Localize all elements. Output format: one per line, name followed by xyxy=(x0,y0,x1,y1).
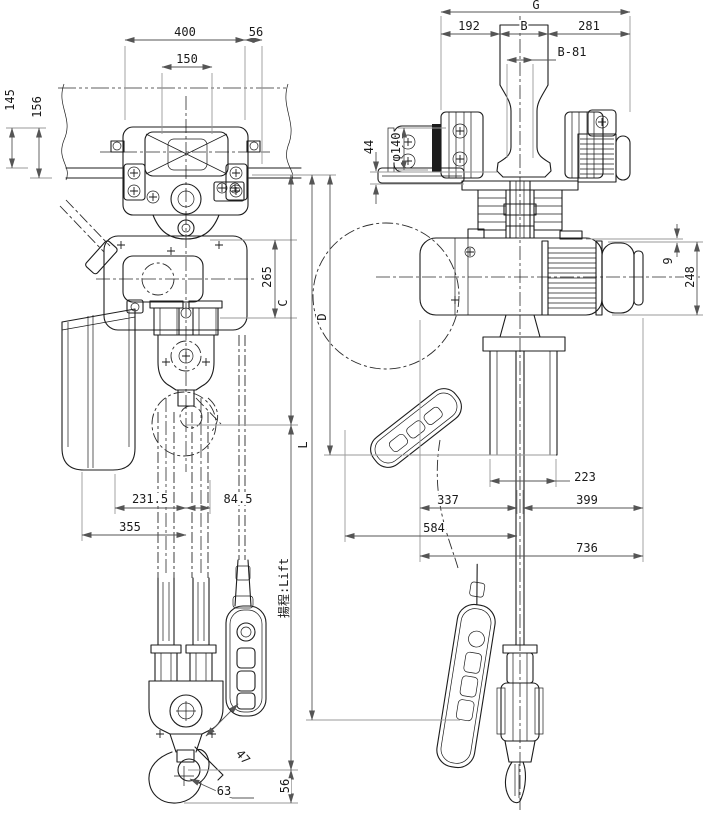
dim-label-156: 156 xyxy=(30,95,44,119)
chain-container-front xyxy=(61,299,144,471)
dim-label-44: 44 xyxy=(362,138,376,156)
trolley-motor-bracket xyxy=(587,109,617,137)
dim-label-248: 248 xyxy=(683,265,697,289)
pendant-control-front xyxy=(225,335,267,717)
dim-label-584: 584 xyxy=(422,521,446,535)
dim-label-C: C xyxy=(276,298,290,308)
phantom-handwheel-circle xyxy=(312,222,460,370)
hoist-body-side xyxy=(312,222,644,370)
dim-label-399: 399 xyxy=(575,493,599,507)
dim-label-223: 223 xyxy=(573,470,597,484)
suspension-crosshead xyxy=(377,167,579,239)
dim-label-B-81: B-81 xyxy=(556,45,588,59)
dim-label-400: 400 xyxy=(173,25,197,39)
dim-label-231-5: 231.5 xyxy=(130,492,170,506)
pendant-stowed-side xyxy=(370,388,462,468)
dim-label-150: 150 xyxy=(175,52,199,66)
runway-beam-front xyxy=(58,83,302,181)
pendant-button-2 xyxy=(236,670,256,692)
pendant-button-3 xyxy=(236,692,256,710)
dim-label-D: D xyxy=(315,312,329,322)
power-cable-front xyxy=(59,199,118,275)
trolley-side xyxy=(387,109,631,183)
dim-label-192: 192 xyxy=(457,19,481,33)
chain-falls-front xyxy=(157,398,210,646)
hoist-motor xyxy=(541,240,644,316)
dimensions xyxy=(6,8,703,804)
dim-label-lift: 揚程:Lift xyxy=(277,556,291,620)
pendant-control-side xyxy=(436,439,496,769)
dim-label-63: 63 xyxy=(215,784,233,798)
hook-side xyxy=(496,350,544,804)
dim-label-281: 281 xyxy=(577,19,601,33)
trolley-front xyxy=(110,126,261,240)
pendant-button-1 xyxy=(236,647,256,669)
dim-label-265: 265 xyxy=(260,265,274,289)
dim-label-145: 145 xyxy=(3,88,17,112)
dim-label-phi140: φ140 xyxy=(389,131,403,163)
runway-beam-section xyxy=(496,24,552,178)
dim-label-G: G xyxy=(531,0,541,12)
dim-label-56-top: 56 xyxy=(247,25,265,39)
dim-label-337: 337 xyxy=(436,493,460,507)
pendant-button-round xyxy=(236,622,256,642)
dim-label-736: 736 xyxy=(575,541,599,555)
side-view xyxy=(312,16,700,810)
dim-label-L: L xyxy=(296,440,310,450)
trolley-motor xyxy=(577,133,631,183)
dim-label-84-5: 84.5 xyxy=(222,492,254,506)
front-view xyxy=(58,83,302,804)
hook-block-raised-front xyxy=(151,334,222,457)
dim-label-B: B xyxy=(519,19,529,33)
hook-block-lowered-front xyxy=(148,644,224,804)
dim-label-355: 355 xyxy=(118,520,142,534)
dim-label-9: 9 xyxy=(661,256,675,266)
dim-label-56-bottom: 56 xyxy=(278,777,292,795)
hoist-body-front xyxy=(103,235,248,336)
